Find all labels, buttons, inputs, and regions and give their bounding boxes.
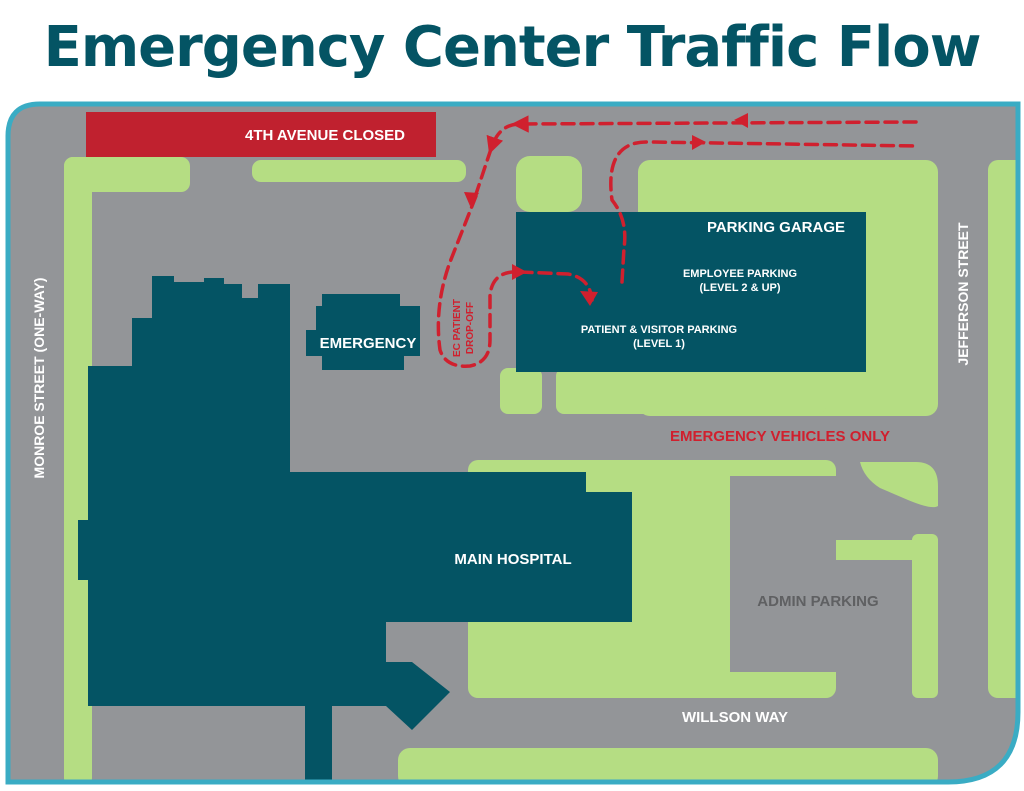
grass-area <box>860 462 938 508</box>
grass-area <box>398 748 938 782</box>
drop-off-label-line2: DROP-OFF <box>465 302 476 354</box>
admin-parking-label: ADMIN PARKING <box>757 593 878 610</box>
employee-parking-label: EMPLOYEE PARKING <box>683 268 797 280</box>
grass-area <box>252 160 466 182</box>
grass-area <box>64 157 190 192</box>
emergency-vehicles-label: EMERGENCY VEHICLES ONLY <box>670 428 890 445</box>
main-hospital-building <box>78 276 632 780</box>
avenue-closed-bar <box>86 112 436 157</box>
route-arrow-icon <box>692 135 706 150</box>
grass-area <box>516 156 582 212</box>
drop-off-label-line1: EC PATIENT <box>452 299 463 357</box>
parking-garage-label: PARKING GARAGE <box>707 219 845 236</box>
emergency-label: EMERGENCY <box>320 335 417 352</box>
willson-way-label: WILLSON WAY <box>682 709 788 726</box>
route-drop-off <box>436 194 522 368</box>
route-arrow-icon <box>580 291 598 306</box>
monroe-street-label: MONROE STREET (ONE-WAY) <box>31 278 47 479</box>
grass-area <box>988 160 1018 698</box>
emergency-building <box>306 294 420 370</box>
grass-area <box>556 368 826 414</box>
road-area <box>190 706 305 782</box>
main-hospital-label: MAIN HOSPITAL <box>454 551 571 568</box>
map-frame <box>5 101 1021 785</box>
page-title: Emergency Center Traffic Flow <box>43 15 982 80</box>
jefferson-street-label: JEFFERSON STREET <box>955 222 971 366</box>
patient-parking-level-label: (LEVEL 1) <box>633 338 685 350</box>
avenue-closed-label: 4TH AVENUE CLOSED <box>245 127 405 144</box>
route-arrow-icon <box>512 264 527 280</box>
route-arrow-icon <box>734 113 748 128</box>
grass-area <box>64 157 92 782</box>
route-exit <box>609 140 920 284</box>
grass-area <box>500 368 542 414</box>
grass-area <box>912 534 938 698</box>
employee-parking-level-label: (LEVEL 2 & UP) <box>699 282 780 294</box>
route-arrow-icon <box>464 192 479 206</box>
admin-parking-lot <box>730 476 912 672</box>
parking-garage <box>516 212 866 372</box>
patient-parking-label: PATIENT & VISITOR PARKING <box>581 324 737 336</box>
